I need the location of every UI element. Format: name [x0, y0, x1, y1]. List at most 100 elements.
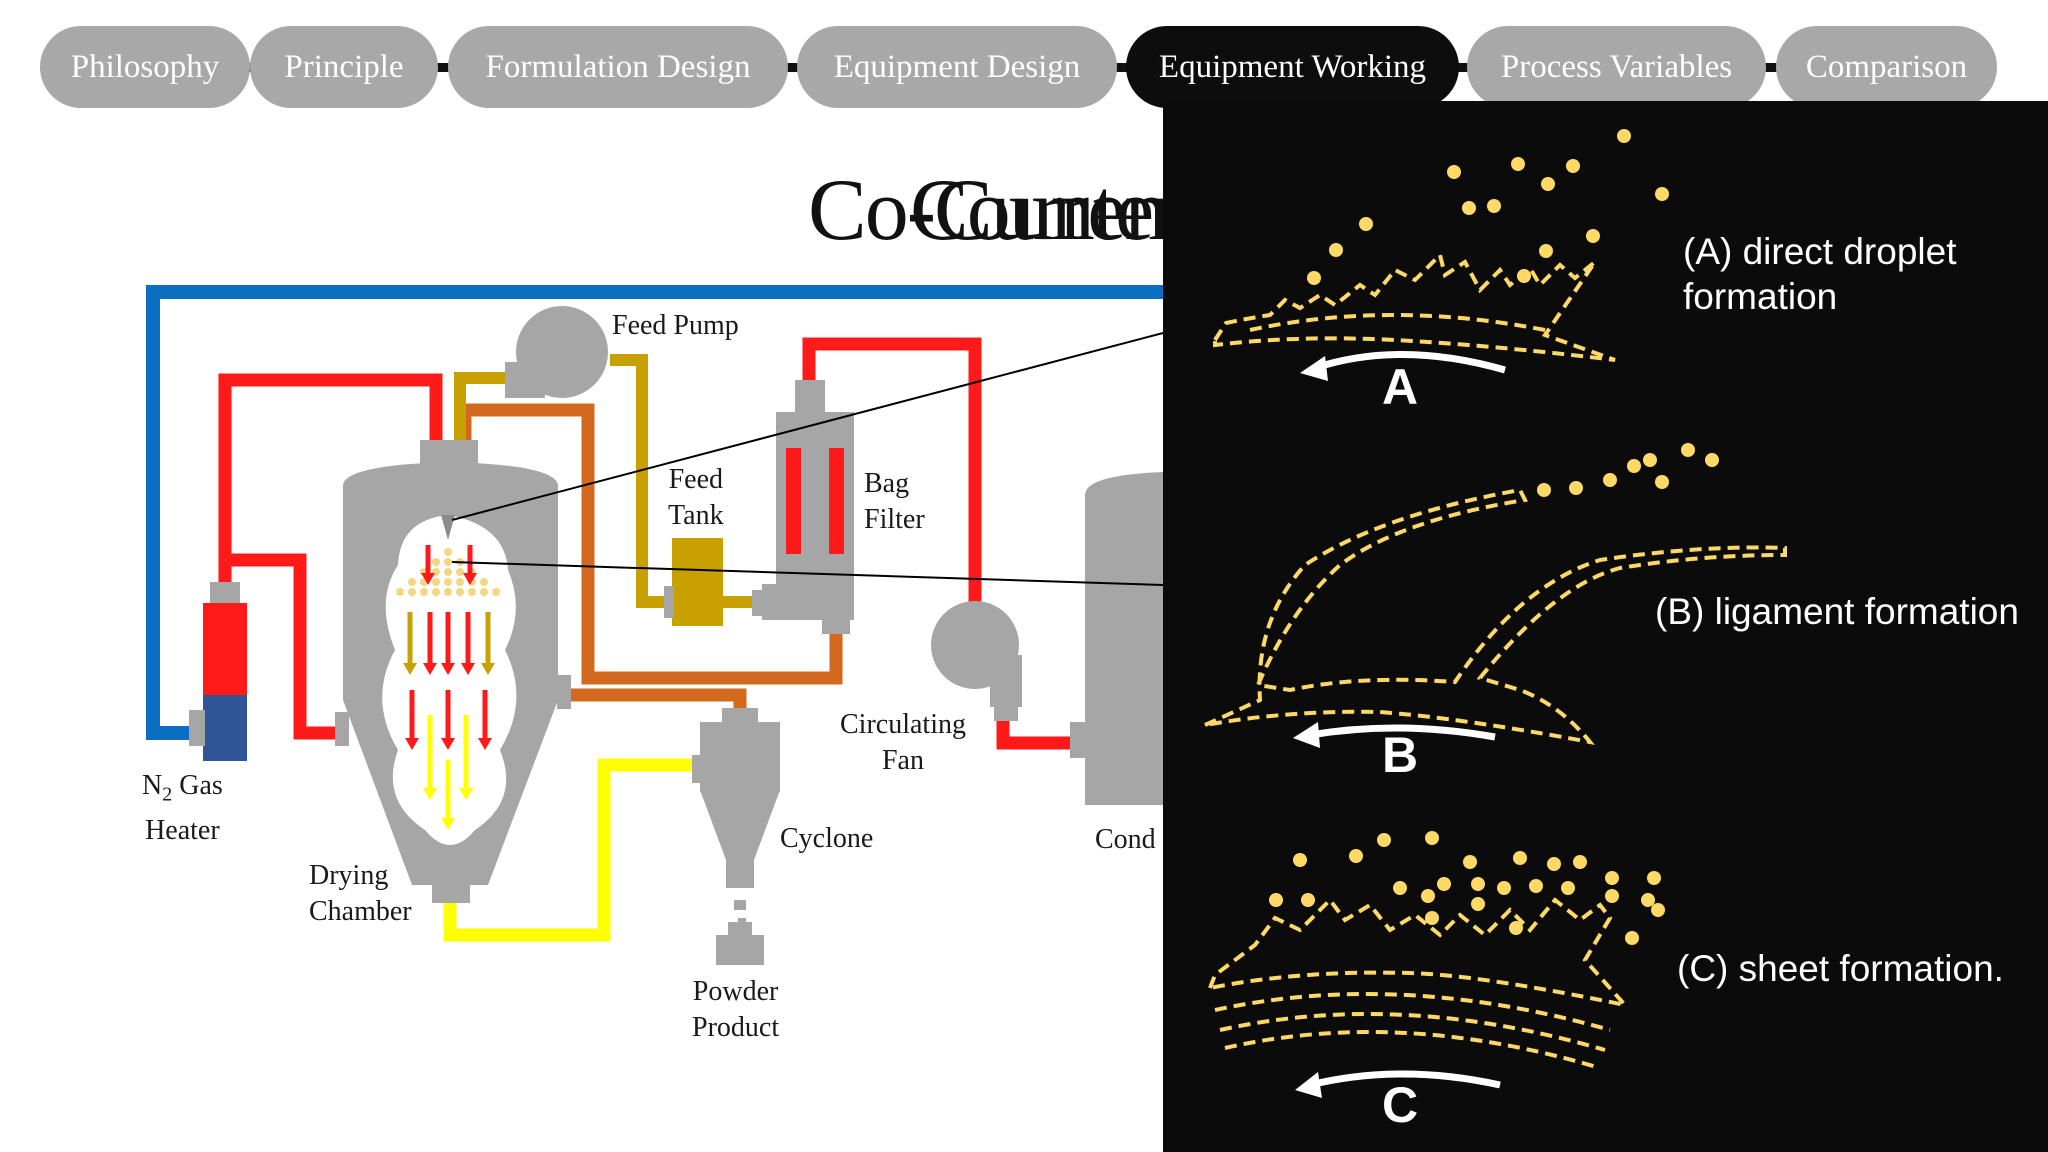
spray-cloud: [382, 515, 517, 845]
tab-principle[interactable]: Principle: [250, 26, 438, 108]
flow-arrowhead: [459, 788, 473, 800]
flow-arrowhead: [421, 573, 435, 585]
atomization-panel: (A) direct droplet formation (B) ligamen…: [1163, 101, 2048, 1152]
spray-droplet: [432, 558, 440, 566]
droplet: [1463, 855, 1477, 869]
droplet: [1269, 893, 1283, 907]
droplet: [1471, 897, 1485, 911]
film-outline-a: [1213, 251, 1616, 362]
caption-sheet: (C) sheet formation.: [1677, 948, 2004, 989]
label-powder-product: Powder Product: [692, 976, 780, 1043]
spray-droplet: [456, 588, 464, 596]
tab-formulation-design[interactable]: Formulation Design: [448, 26, 788, 108]
flow-arrowhead: [441, 663, 455, 675]
rotation-arrow-a: [1313, 351, 1506, 374]
spray-droplet: [480, 578, 488, 586]
bag-filter-element-right: [829, 448, 844, 554]
tab-process-variables[interactable]: Process Variables: [1467, 26, 1766, 108]
bag-filter-element-left: [786, 448, 801, 554]
letter-c: C: [1382, 1077, 1419, 1133]
droplets: [1269, 129, 1719, 945]
letter-a: A: [1382, 359, 1419, 415]
spray-droplet: [420, 588, 428, 596]
droplet: [1425, 831, 1439, 845]
feed-line-tank: [610, 354, 672, 608]
spray-droplet: [432, 578, 440, 586]
flow-arrowhead: [423, 788, 437, 800]
spray-droplet: [444, 588, 452, 596]
powder-product-jar: [716, 922, 764, 965]
droplet: [1605, 889, 1619, 903]
label-circulating-fan: Circulating Fan: [840, 709, 966, 776]
spray-droplet: [456, 578, 464, 586]
flow-arrowhead: [403, 663, 417, 675]
droplet: [1655, 475, 1669, 489]
droplet: [1647, 871, 1661, 885]
droplet: [1681, 443, 1695, 457]
atomization-illustrations: [1204, 129, 1787, 1098]
droplet: [1425, 911, 1439, 925]
rotation-arrow-c: [1309, 1070, 1501, 1089]
caption-direct-droplet: (A) direct droplet formation: [1683, 229, 1957, 319]
flow-arrowhead: [405, 738, 419, 750]
caption-a-line1: (A) direct droplet: [1683, 231, 1957, 272]
flow-arrowhead: [461, 663, 475, 675]
droplet: [1641, 893, 1655, 907]
droplet: [1603, 473, 1617, 487]
label-feed-tank: Feed Tank: [668, 464, 724, 531]
sheet-layer-2: [1219, 1012, 1606, 1052]
circulating-fan: [931, 601, 1022, 721]
slide-title-co-current: Co-Current: [808, 162, 1191, 259]
film-inner-a: [1249, 313, 1546, 332]
spray-droplet: [408, 578, 416, 586]
condenser: [1070, 472, 1163, 805]
droplet: [1293, 853, 1307, 867]
droplet: [1566, 159, 1580, 173]
label-cyclone: Cyclone: [780, 823, 874, 854]
label-feed-pump: Feed Pump: [612, 310, 739, 341]
droplet: [1561, 881, 1575, 895]
droplet: [1462, 201, 1476, 215]
droplet: [1471, 877, 1485, 891]
spray-droplet: [444, 558, 452, 566]
letter-b: B: [1382, 727, 1419, 783]
droplet: [1705, 453, 1719, 467]
droplet: [1617, 129, 1631, 143]
droplet: [1643, 453, 1657, 467]
label-drying-chamber: Drying Chamber: [309, 860, 412, 927]
droplet: [1605, 871, 1619, 885]
feed-tank: [672, 538, 723, 626]
label-n2-subscript: 2: [162, 783, 173, 806]
tab-comparison[interactable]: Comparison: [1776, 26, 1997, 108]
spray-droplet: [408, 588, 416, 596]
label-n2-gas-heater: N2 Gas Heater: [142, 768, 223, 849]
sheet-outline-c: [1206, 896, 1631, 1009]
droplet: [1307, 271, 1321, 285]
tab-equipment-design[interactable]: Equipment Design: [797, 26, 1117, 108]
label-n2-heater: Heater: [145, 814, 220, 846]
feed-pump: [505, 306, 608, 398]
nozzle: [441, 515, 455, 540]
spray-droplet: [456, 568, 464, 576]
tab-equipment-working[interactable]: Equipment Working: [1126, 26, 1459, 108]
hot-gas-line-condenser: [996, 712, 1070, 750]
nitrogen-line: [146, 285, 1163, 740]
droplet: [1421, 889, 1435, 903]
droplet: [1447, 165, 1461, 179]
droplet: [1655, 187, 1669, 201]
flow-arrows: [403, 545, 495, 830]
hot-gas-line-chamber: [225, 553, 345, 740]
droplet: [1539, 244, 1553, 258]
droplet: [1509, 921, 1523, 935]
droplet: [1586, 229, 1600, 243]
flow-arrowhead: [478, 738, 492, 750]
tab-philosophy[interactable]: Philosophy: [40, 26, 250, 108]
feed-tank-valve-right: [752, 590, 762, 616]
spray-droplet: [480, 588, 488, 596]
droplet: [1547, 857, 1561, 871]
label-condenser: Cond: [1095, 824, 1156, 855]
hot-gas-line-filter: [802, 337, 982, 606]
droplet: [1529, 879, 1543, 893]
droplet: [1437, 877, 1451, 891]
n2-gas-heater: [189, 582, 247, 761]
